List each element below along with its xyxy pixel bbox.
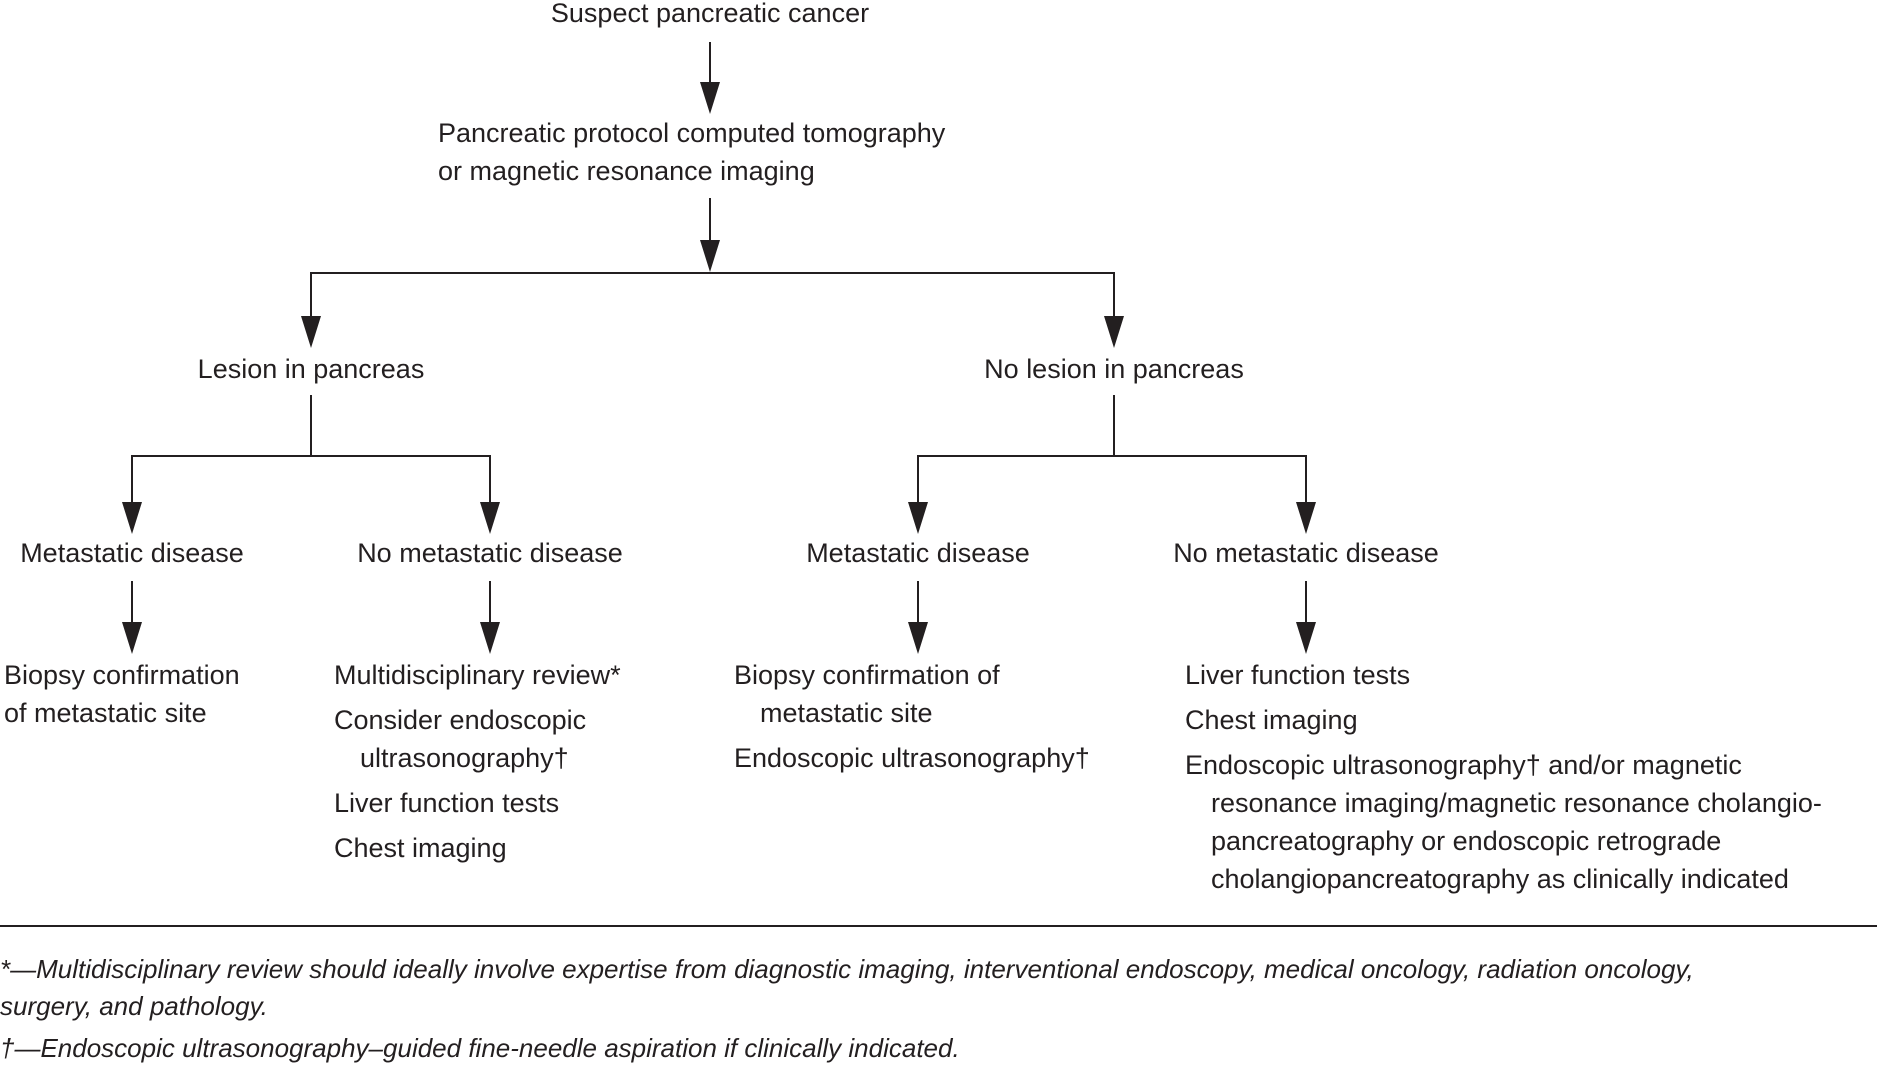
arrowhead [480, 622, 500, 654]
action-item: Consider endoscopic ultrasonography† [334, 705, 587, 773]
action-item: Biopsy confirmation of metastatic site [734, 660, 1000, 728]
arrowhead [1104, 316, 1124, 348]
arrowhead [1296, 622, 1316, 654]
footnote-dagger: †—Endoscopic ultrasonography–guided fine… [0, 1033, 960, 1063]
connector-lesion-split [131, 455, 491, 502]
action-item: Liver function tests [1185, 660, 1411, 690]
arrowhead [122, 622, 142, 654]
node-lesion-in-pancreas: Lesion in pancreas [197, 354, 425, 384]
arrowhead [301, 316, 321, 348]
node-no-lesion-in-pancreas: No lesion in pancreas [984, 354, 1244, 384]
arrowhead [908, 622, 928, 654]
node-nolesion-metastatic: Metastatic disease [806, 538, 1030, 568]
arrowhead [1296, 502, 1316, 534]
actions-lesion-no-metastatic: Multidisciplinary review* Consider endos… [334, 656, 621, 874]
arrowhead [700, 82, 720, 114]
arrowhead [908, 502, 928, 534]
action-item: Endoscopic ultrasonography† and/or magne… [1185, 750, 1822, 894]
node-nolesion-no-metastatic: No metastatic disease [1173, 538, 1439, 568]
action-item: Liver function tests [334, 788, 560, 818]
actions-lesion-metastatic: Biopsy confirmation of metastatic site [4, 656, 240, 739]
footnote-asterisk-line-1: *—Multidisciplinary review should ideall… [0, 954, 1694, 984]
node-imaging: Pancreatic protocol computed tomography … [438, 114, 945, 190]
node-lesion-metastatic: Metastatic disease [20, 538, 244, 568]
action-item: Multidisciplinary review* [334, 660, 621, 690]
footnote-asterisk-line-2: surgery, and pathology. [0, 991, 268, 1021]
arrowhead [122, 502, 142, 534]
actions-nolesion-no-metastatic: Liver function tests Chest imaging Endos… [1185, 656, 1822, 905]
arrowhead [480, 502, 500, 534]
node-lesion-no-metastatic: No metastatic disease [357, 538, 623, 568]
arrowhead [700, 240, 720, 272]
connector-level1-split [310, 272, 1115, 316]
node-imaging-line-2: or magnetic resonance imaging [438, 156, 815, 186]
footnote-divider [0, 925, 1877, 927]
node-imaging-line-1: Pancreatic protocol computed tomography [438, 118, 946, 148]
node-suspect-pancreatic-cancer: Suspect pancreatic cancer [550, 0, 870, 28]
action-item: Biopsy confirmation of metastatic site [4, 660, 240, 728]
connector-nolesion-split [917, 455, 1307, 502]
action-item: Chest imaging [334, 833, 507, 863]
action-item: Chest imaging [1185, 705, 1358, 735]
action-item: Endoscopic ultrasonography† [734, 743, 1090, 773]
actions-nolesion-metastatic: Biopsy confirmation of metastatic site E… [734, 656, 1090, 784]
